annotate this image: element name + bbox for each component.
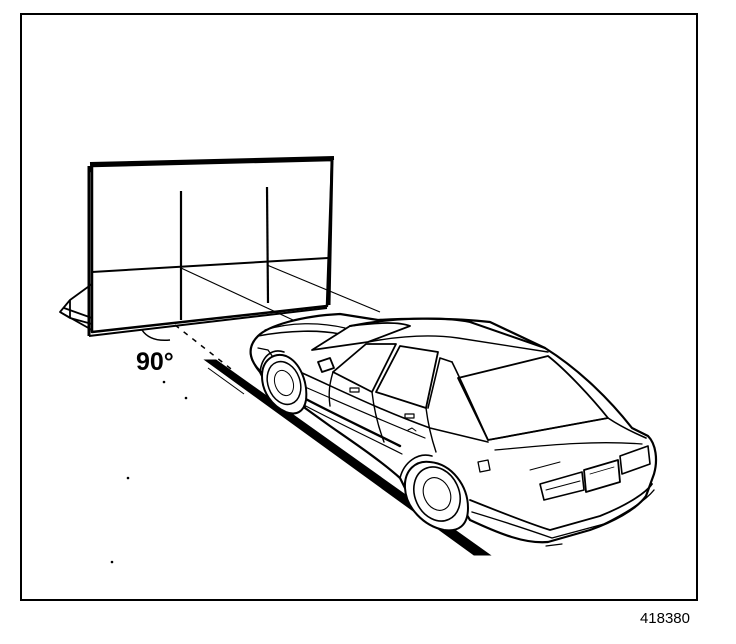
aiming-screen — [59, 156, 335, 337]
screen-stand — [59, 283, 93, 331]
right-vertical-line — [265, 186, 270, 304]
figure-number: 418380 — [640, 610, 690, 627]
front-wheel — [261, 354, 308, 415]
angle-label: 90° — [136, 348, 174, 376]
tail-lamp-right — [619, 445, 651, 475]
angle-arc — [141, 329, 171, 342]
vehicle — [249, 312, 658, 547]
side-mirror — [317, 357, 335, 373]
rear-wheel — [403, 460, 469, 532]
front-side-window — [332, 343, 397, 393]
horizontal-line — [91, 257, 329, 273]
rear-bumper — [469, 483, 653, 531]
diagram-frame — [20, 13, 698, 601]
rear-side-window — [375, 345, 439, 409]
